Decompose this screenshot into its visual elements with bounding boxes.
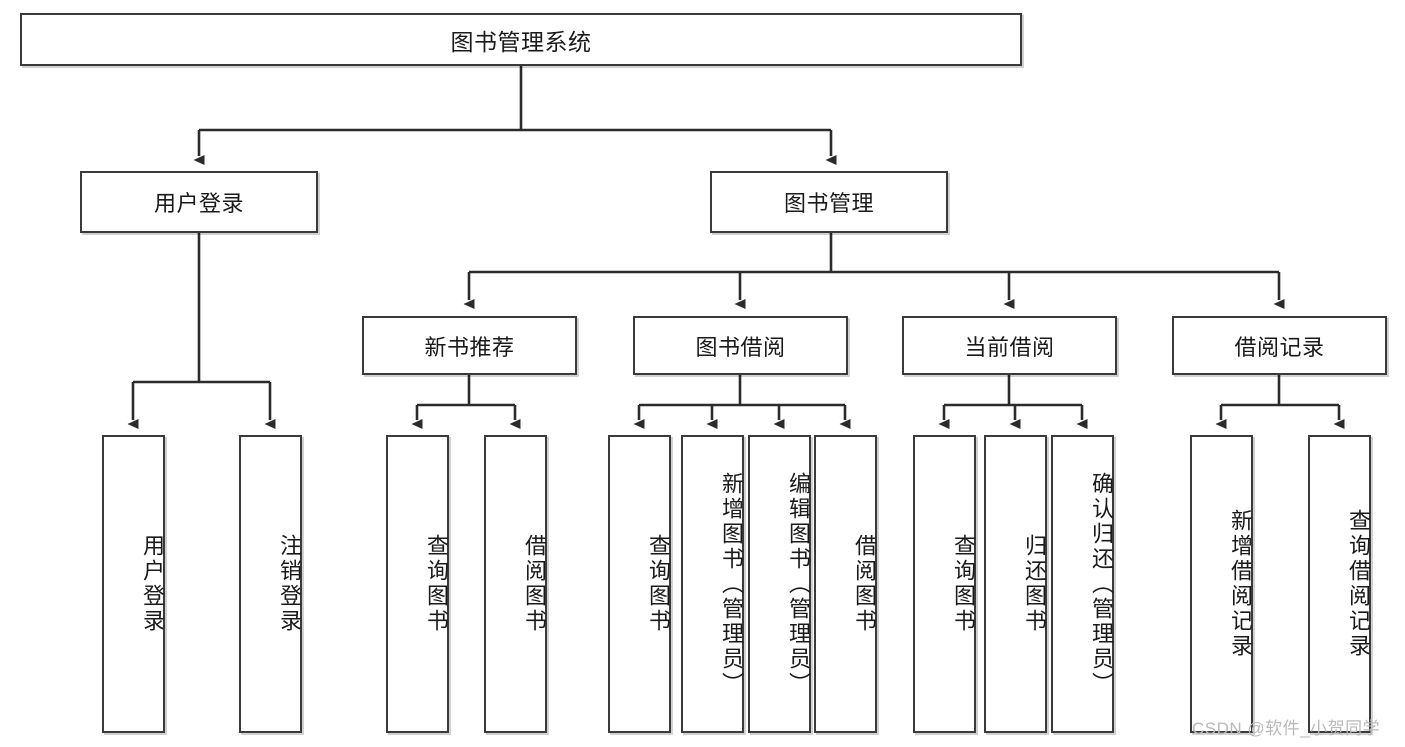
node-leaf-add-book-label: 新增图书（管理员）: [719, 471, 744, 697]
node-leaf-query-book-2-label: 查询图书: [646, 534, 671, 634]
node-leaf-edit-book-label: 编辑图书（管理员）: [786, 471, 811, 697]
node-new-book-recommend-label: 新书推荐: [424, 334, 515, 360]
node-leaf-borrow-book-1[interactable]: 借阅图书: [484, 435, 547, 733]
node-leaf-query-borrow-record-label: 查询借阅记录: [1346, 509, 1371, 659]
node-leaf-user-login[interactable]: 用户登录: [102, 435, 165, 733]
node-current-borrow[interactable]: 当前借阅: [902, 316, 1117, 375]
node-leaf-logout[interactable]: 注销登录: [239, 435, 302, 733]
watermark-text: CSDN @软件_小贺同学: [1192, 719, 1381, 738]
node-leaf-return-book-label: 归还图书: [1022, 534, 1047, 634]
node-leaf-confirm-return-label: 确认归还（管理员）: [1089, 471, 1114, 697]
node-leaf-borrow-book-2-label: 借阅图书: [852, 534, 877, 634]
node-borrow-record[interactable]: 借阅记录: [1172, 316, 1387, 375]
node-book-management[interactable]: 图书管理: [710, 171, 948, 233]
node-book-borrow[interactable]: 图书借阅: [633, 316, 848, 375]
node-leaf-add-borrow-record-label: 新增借阅记录: [1228, 509, 1253, 659]
node-user-login-label: 用户登录: [153, 191, 244, 216]
node-leaf-borrow-book-2[interactable]: 借阅图书: [814, 435, 877, 733]
node-leaf-query-book-3-label: 查询图书: [951, 534, 976, 634]
node-borrow-record-label: 借阅记录: [1234, 334, 1325, 360]
node-new-book-recommend[interactable]: 新书推荐: [362, 316, 577, 375]
node-current-borrow-label: 当前借阅: [964, 334, 1055, 360]
node-leaf-confirm-return[interactable]: 确认归还（管理员）: [1051, 435, 1114, 733]
node-root[interactable]: 图书管理系统: [20, 13, 1022, 66]
node-leaf-add-book[interactable]: 新增图书（管理员）: [681, 435, 744, 733]
node-user-login[interactable]: 用户登录: [80, 171, 318, 233]
node-book-borrow-label: 图书借阅: [695, 334, 786, 360]
node-leaf-edit-book[interactable]: 编辑图书（管理员）: [748, 435, 811, 733]
node-leaf-query-borrow-record[interactable]: 查询借阅记录: [1308, 435, 1371, 733]
node-root-label: 图书管理系统: [450, 28, 592, 55]
node-leaf-borrow-book-1-label: 借阅图书: [522, 534, 547, 634]
node-leaf-query-book-2[interactable]: 查询图书: [608, 435, 671, 733]
node-leaf-add-borrow-record[interactable]: 新增借阅记录: [1190, 435, 1253, 733]
node-leaf-query-book-3[interactable]: 查询图书: [913, 435, 976, 733]
node-book-management-label: 图书管理: [783, 191, 874, 216]
node-leaf-user-login-label: 用户登录: [140, 534, 165, 634]
node-leaf-query-book-1[interactable]: 查询图书: [386, 435, 449, 733]
node-leaf-query-book-1-label: 查询图书: [424, 534, 449, 634]
node-leaf-logout-label: 注销登录: [277, 534, 302, 634]
node-leaf-return-book[interactable]: 归还图书: [984, 435, 1047, 733]
